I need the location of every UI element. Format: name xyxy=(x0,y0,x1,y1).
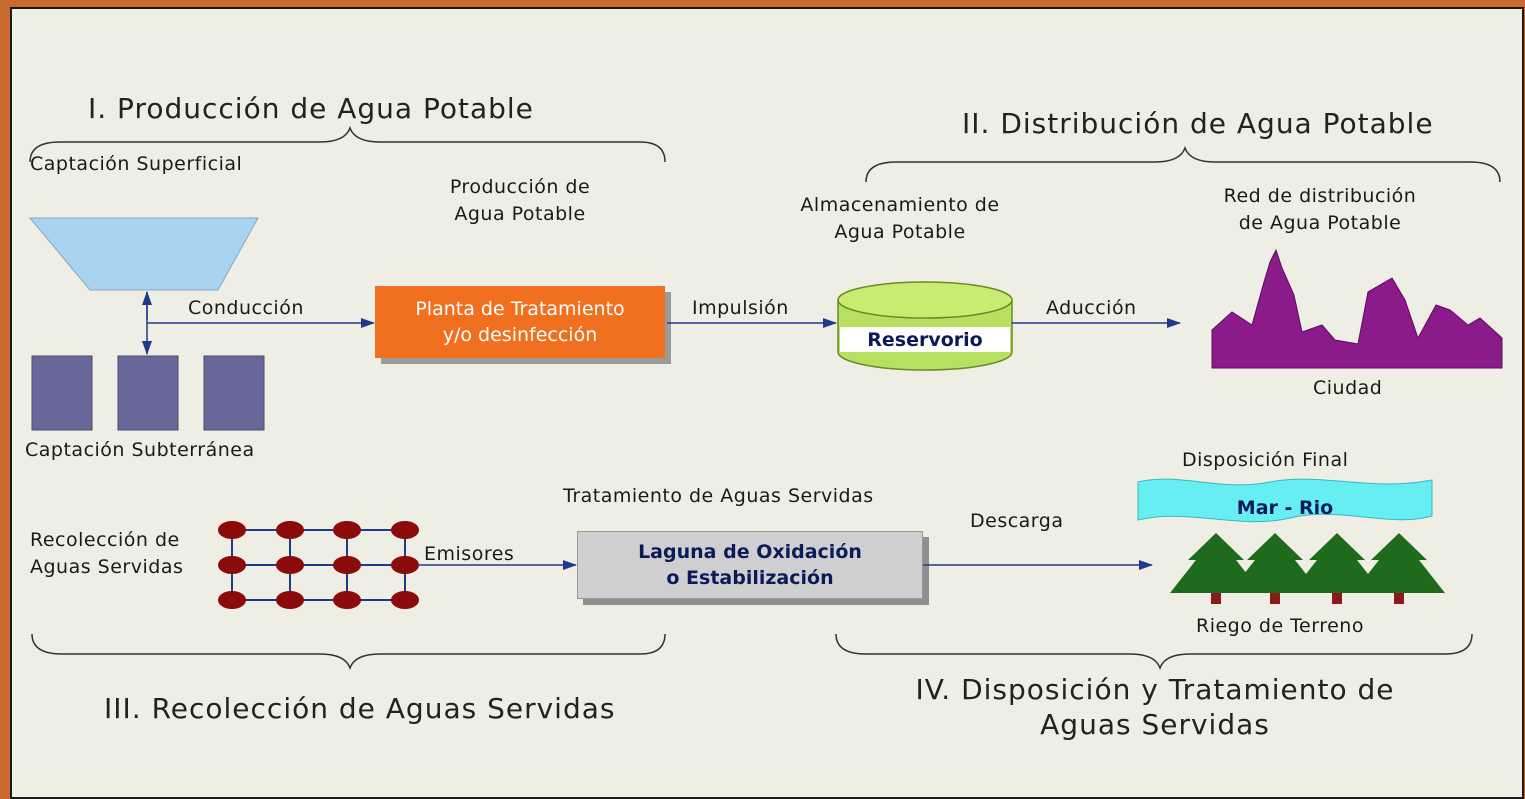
brace-produccion xyxy=(29,125,666,163)
node-planta: Planta de Tratamiento y/o desinfección xyxy=(375,286,665,358)
node-laguna-line2: o Estabilización xyxy=(666,567,834,589)
trees-shape xyxy=(1170,533,1445,604)
label-almacenamiento-line2: Agua Potable xyxy=(834,221,966,243)
flow-aduccion: Aducción xyxy=(1046,297,1137,319)
label-produccion-line1: Producción de xyxy=(449,176,591,198)
mar-rio-shape xyxy=(1137,478,1433,523)
node-planta-line1: Planta de Tratamiento xyxy=(415,298,625,320)
label-produccion-line2: Agua Potable xyxy=(454,203,586,225)
brace-distribucion xyxy=(865,145,1501,183)
node-reservorio: Reservorio xyxy=(867,328,983,351)
flow-impulsion: Impulsión xyxy=(692,297,789,319)
title-distribucion: II. Distribución de Agua Potable xyxy=(962,107,1434,140)
label-riego: Riego de Terreno xyxy=(1196,615,1364,637)
pozos-shapes xyxy=(31,355,265,431)
label-captacion-subterranea: Captación Subterránea xyxy=(25,439,255,461)
flow-emisores: Emisores xyxy=(424,543,515,565)
flow-conduccion: Conducción xyxy=(188,297,304,319)
label-tratamiento: Tratamiento de Aguas Servidas xyxy=(563,485,874,507)
title-recoleccion: III. Recolección de Aguas Servidas xyxy=(104,692,616,725)
node-laguna-line1: Laguna de Oxidación xyxy=(638,541,862,563)
label-red-line2: de Agua Potable xyxy=(1238,212,1402,234)
label-disposicion-final: Disposición Final xyxy=(1182,449,1349,471)
label-almacenamiento-line1: Almacenamiento de xyxy=(800,194,1000,216)
node-mar-rio: Mar - Rio xyxy=(1236,497,1334,519)
node-laguna: Laguna de Oxidación o Estabilización xyxy=(577,531,923,599)
label-captacion-superficial: Captación Superficial xyxy=(30,153,243,175)
title-disposicion-line1: IV. Disposición y Tratamiento de xyxy=(915,673,1395,706)
label-recoleccion-line2: Aguas Servidas xyxy=(30,556,184,578)
title-disposicion-line2: Aguas Servidas xyxy=(1040,708,1270,741)
red-nodes xyxy=(218,521,419,609)
brace-disposicion xyxy=(835,633,1473,671)
title-produccion: I. Producción de Agua Potable xyxy=(88,92,534,125)
label-ciudad: Ciudad xyxy=(1313,377,1383,399)
label-recoleccion-line1: Recolección de xyxy=(30,529,180,551)
brace-recoleccion xyxy=(31,633,666,671)
node-planta-line2: y/o desinfección xyxy=(442,324,598,346)
reservorio-shape xyxy=(837,281,1013,371)
label-red-line1: Red de distribución xyxy=(1223,185,1417,207)
captacion-superficial-shape xyxy=(28,217,259,291)
ciudad-shape xyxy=(1211,248,1503,369)
flow-descarga: Descarga xyxy=(970,510,1064,532)
red-recoleccion-shape xyxy=(231,529,406,601)
